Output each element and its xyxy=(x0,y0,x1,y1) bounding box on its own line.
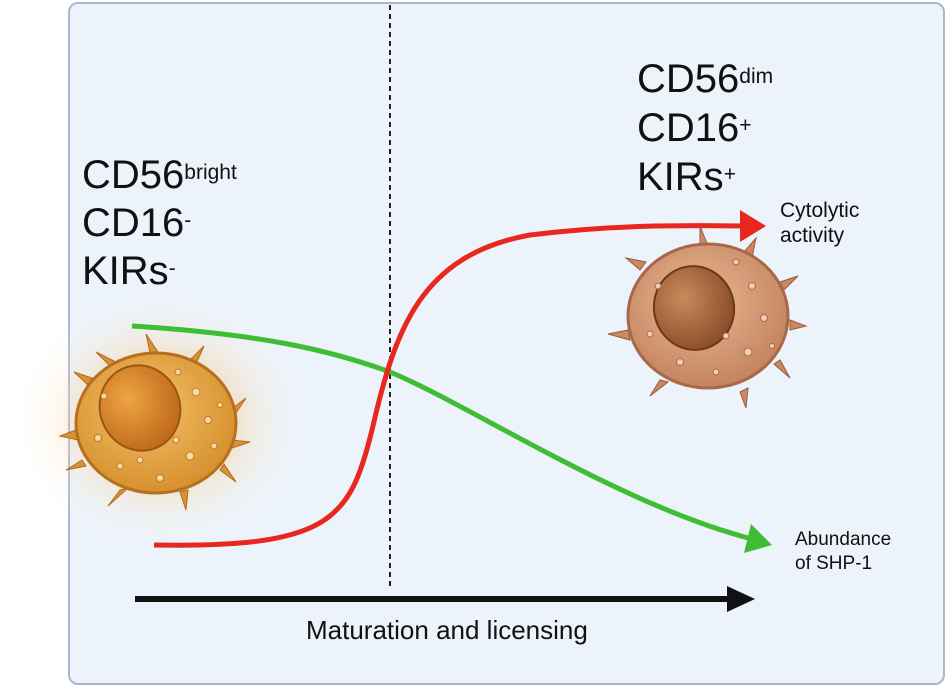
cytolytic-activity-label: Cytolytic activity xyxy=(780,198,859,248)
immature-marker-cd16: CD16- xyxy=(82,201,192,245)
cytolytic-label-line2: activity xyxy=(780,224,845,247)
cytolytic-arrowhead xyxy=(740,210,766,242)
shp1-label-line2: of SHP-1 xyxy=(795,553,873,574)
shp1-abundance-curve xyxy=(131,323,753,542)
mature-marker-cd16: CD16+ xyxy=(637,106,752,150)
shp1-label-line1: Abundance xyxy=(795,529,892,550)
mature-marker-cd56: CD56dim xyxy=(637,57,774,101)
cytolytic-label-line1: Cytolytic xyxy=(780,199,860,222)
shp1-arrowhead xyxy=(744,524,772,553)
cytolytic-activity-curve xyxy=(153,223,743,548)
maturation-axis-arrowhead xyxy=(727,586,755,612)
shp1-abundance-label: Abundance of SHP-1 xyxy=(795,528,891,576)
mature-nk-cell xyxy=(607,225,808,409)
maturation-axis-label: Maturation and licensing xyxy=(306,615,588,645)
immature-nk-cell xyxy=(58,333,251,511)
immature-marker-kirs: KIRs- xyxy=(82,249,176,293)
mature-marker-kirs: KIRs+ xyxy=(637,155,736,199)
immature-marker-cd56: CD56bright xyxy=(82,153,237,197)
